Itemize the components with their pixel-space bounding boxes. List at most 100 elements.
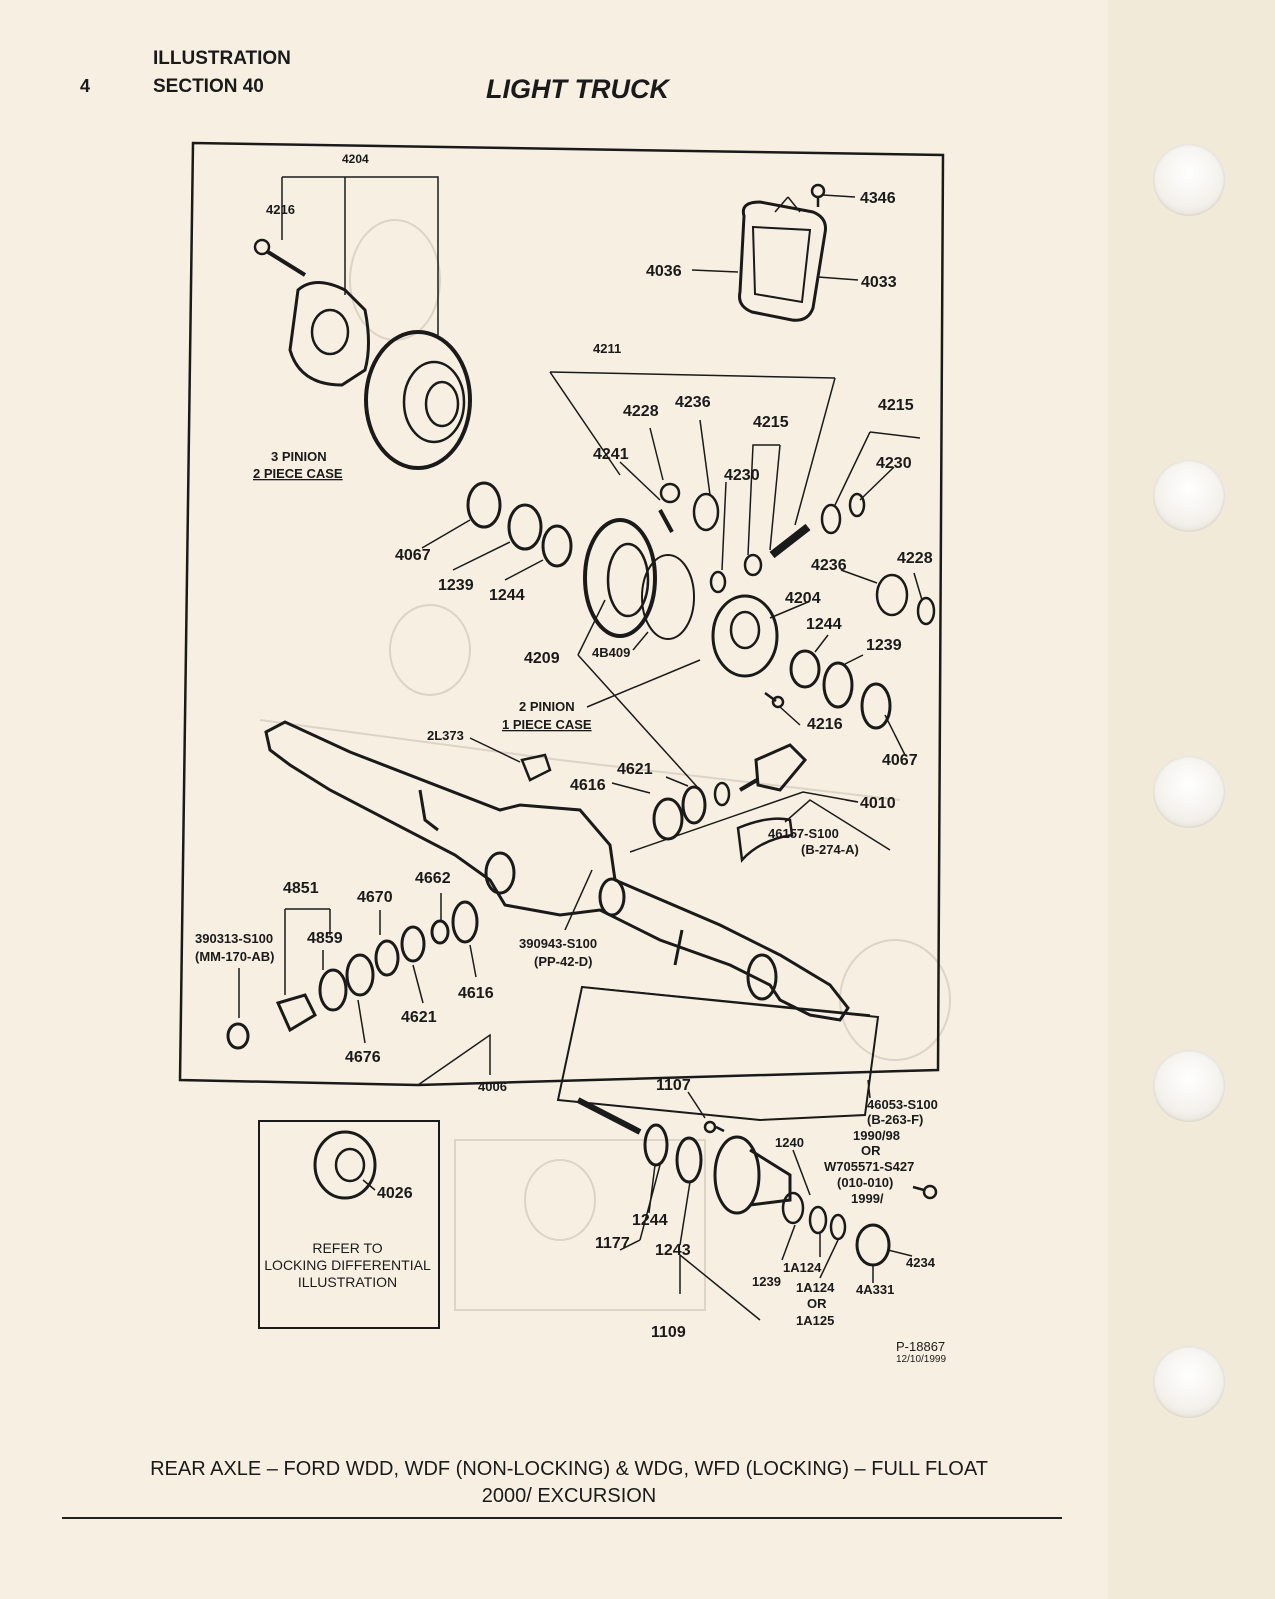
pinion-bearing-4621-upper <box>681 785 707 825</box>
thrust-washer-4230-mid <box>709 570 727 594</box>
race-1239-lower <box>781 1191 805 1225</box>
label-4216-mid: 4216 <box>807 716 843 733</box>
label-1a124-a: 1A124 <box>783 1260 822 1275</box>
label-or-1: OR <box>861 1143 881 1158</box>
label-4204-mid: 4204 <box>785 590 821 607</box>
label-4204-top: 4204 <box>342 152 369 166</box>
label-4209: 4209 <box>524 650 560 667</box>
binder-hole <box>1153 460 1225 532</box>
label-4616-a: 4616 <box>570 777 606 794</box>
page-title: LIGHT TRUCK <box>486 74 669 104</box>
label-4067-b: 4067 <box>882 752 918 769</box>
nut-390313 <box>226 1022 250 1050</box>
label-4036: 4036 <box>646 263 682 280</box>
exciter-ring-4b409 <box>641 554 695 640</box>
label-3-pinion: 3 PINION <box>271 449 327 464</box>
label-4228-b: 4228 <box>897 550 933 567</box>
binder-hole <box>1153 756 1225 828</box>
binder-hole <box>1153 144 1225 216</box>
pinion-cup-4616-upper <box>652 797 684 841</box>
refer-line-1: REFER TO <box>312 1240 383 1256</box>
label-4346: 4346 <box>860 190 896 207</box>
label-390943-s100: 390943-S100 <box>519 936 597 951</box>
bolt-46053 <box>912 1184 938 1200</box>
label-b-263-f: (B-263-F) <box>867 1112 923 1127</box>
label-1999: 1999/ <box>851 1191 884 1206</box>
label-4236-b: 4236 <box>811 557 847 574</box>
label-2-piece-case: 2 PIECE CASE <box>253 466 343 481</box>
caption-line-1: REAR AXLE – FORD WDD, WDF (NON-LOCKING) … <box>150 1458 988 1480</box>
binder-hole <box>1153 1050 1225 1122</box>
label-4010: 4010 <box>860 795 896 812</box>
label-4215-a: 4215 <box>753 414 789 431</box>
label-4851: 4851 <box>283 880 319 897</box>
vent-2l373 <box>520 753 552 782</box>
label-1243: 1243 <box>655 1242 691 1259</box>
label-4234: 4234 <box>906 1255 936 1270</box>
section-label-line2: SECTION 40 <box>153 76 264 97</box>
locking-differential-4026 <box>313 1130 377 1200</box>
label-4033: 4033 <box>861 274 897 291</box>
label-1990-98: 1990/98 <box>853 1128 900 1143</box>
seal-1243 <box>675 1136 703 1184</box>
shim-1239-left <box>507 503 543 551</box>
wheel-hub-1109 <box>713 1135 792 1215</box>
cup-4616-lower <box>451 900 479 944</box>
deflector-4859 <box>345 953 375 997</box>
seal-4676 <box>318 968 348 1012</box>
spacer-ring <box>713 781 731 807</box>
diff-case-2-pinion <box>711 594 779 678</box>
page-number: 4 <box>80 76 91 96</box>
ring-gear-flange-top <box>364 330 472 470</box>
label-010-010: (010-010) <box>837 1175 893 1190</box>
cup-4067-right <box>860 682 892 730</box>
label-390313-s100: 390313-S100 <box>195 931 273 946</box>
label-b-274-a: (B-274-A) <box>801 842 859 857</box>
cover-4033 <box>738 200 827 322</box>
illustration-id: P-18867 12/10/1999 <box>896 1340 946 1366</box>
footer-rule <box>62 1517 1062 1519</box>
slinger-4670 <box>374 939 400 977</box>
label-4676: 4676 <box>345 1049 381 1066</box>
label-1-piece-case: 1 PIECE CASE <box>502 717 592 732</box>
label-4228-a: 4228 <box>623 403 659 420</box>
spacer-4662 <box>430 919 450 945</box>
label-1a125: 1A125 <box>796 1313 834 1328</box>
label-4026: 4026 <box>377 1185 413 1202</box>
label-4241: 4241 <box>593 446 629 463</box>
label-1239-c: 1239 <box>752 1274 781 1289</box>
label-4236-a: 4236 <box>675 394 711 411</box>
section-label-line1: ILLUSTRATION <box>153 48 291 69</box>
diff-case-3-pinion <box>288 281 370 387</box>
refer-line-2: LOCKING DIFFERENTIAL <box>264 1257 431 1273</box>
label-4230-b: 4230 <box>876 455 912 472</box>
label-4616-b: 4616 <box>458 985 494 1002</box>
washer-1a124-b <box>829 1213 847 1241</box>
axle-shaft-1177 <box>576 1097 642 1135</box>
label-4621-a: 4621 <box>617 761 653 778</box>
label-4067-a: 4067 <box>395 547 431 564</box>
label-4859: 4859 <box>307 930 343 947</box>
label-4215-b: 4215 <box>878 397 914 414</box>
bleed-through-ghost <box>259 219 951 1311</box>
nut-1a124-a <box>808 1205 828 1235</box>
label-or-2: OR <box>807 1296 827 1311</box>
illustration-date: 12/10/1999 <box>896 1354 947 1365</box>
label-4216-top: 4216 <box>266 202 295 217</box>
bearing-1244-right <box>789 649 821 689</box>
label-4621-b: 4621 <box>401 1009 437 1026</box>
label-1109: 1109 <box>651 1324 686 1341</box>
refer-box-text: REFER TO LOCKING DIFFERENTIAL ILLUSTRATI… <box>260 1240 435 1291</box>
label-w705571-s427: W705571-S427 <box>824 1159 914 1174</box>
label-2l373: 2L373 <box>427 728 464 743</box>
label-46053-s100: 46053-S100 <box>867 1097 938 1112</box>
cover-bolt-4346 <box>810 183 826 207</box>
shim-1239-right <box>822 661 854 709</box>
label-4211: 4211 <box>593 341 621 356</box>
label-2-pinion: 2 PINION <box>519 699 575 714</box>
axle-shaft-frame <box>556 985 880 1122</box>
label-1177: 1177 <box>595 1235 630 1252</box>
label-46157-s100: 46157-S100 <box>768 826 839 841</box>
refer-box <box>258 1120 440 1329</box>
